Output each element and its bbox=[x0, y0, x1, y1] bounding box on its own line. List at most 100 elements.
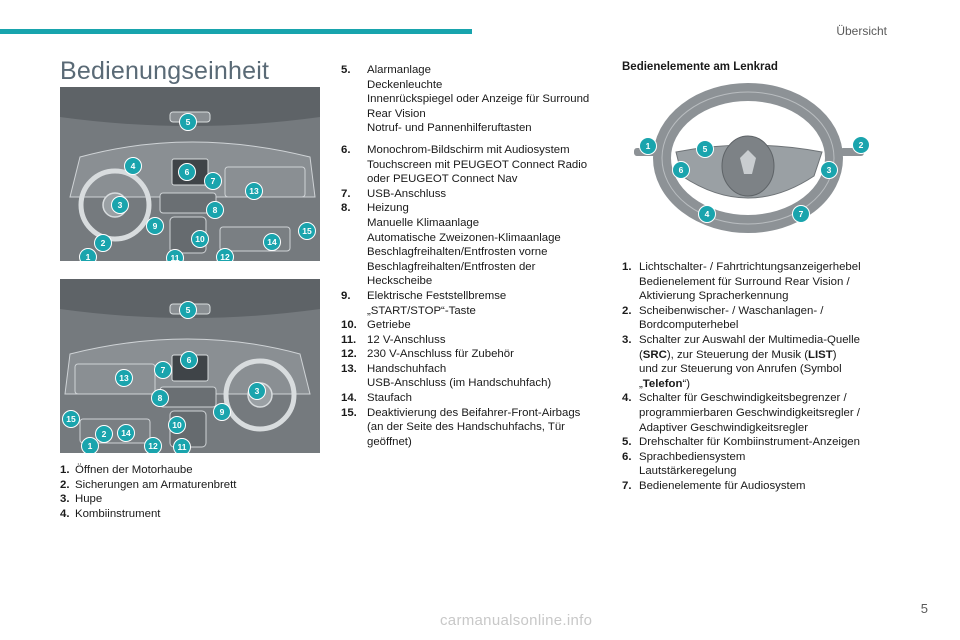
list-item-text: 230 V-Anschluss für Zubehör bbox=[367, 347, 606, 362]
list-item-line: (an der Seite des Handschuhfachs, Tür bbox=[367, 421, 565, 434]
list-item-text: 12 V-Anschluss bbox=[367, 333, 606, 348]
callout-badge: 10 bbox=[168, 416, 186, 434]
list-item: 4. Schalter für Geschwindigkeitsbegrenzer… bbox=[622, 391, 892, 435]
list-item-text: Drehschalter für Kombiinstrument-Anzeige… bbox=[639, 435, 892, 450]
callout-badge: 1 bbox=[79, 248, 97, 261]
callout-badge: 11 bbox=[173, 438, 191, 453]
dashboard-figure-lhd: 5 4 6 7 13 3 8 9 10 2 14 15 1 11 12 bbox=[60, 87, 320, 261]
list-item-line: Monochrom-Bildschirm mit Audiosystem bbox=[367, 143, 570, 156]
callout-badge: 5 bbox=[179, 301, 197, 319]
callout-badge: 14 bbox=[117, 424, 135, 442]
list-item-number: 9. bbox=[341, 289, 351, 302]
list-item-line: „START/STOP“-Taste bbox=[367, 304, 476, 317]
list-item-text: Staufach bbox=[367, 391, 606, 406]
callout-badge: 7 bbox=[154, 361, 172, 379]
callout-badge: 2 bbox=[95, 425, 113, 443]
callout-badge: 6 bbox=[672, 161, 690, 179]
list-item-number: 11. bbox=[341, 333, 357, 346]
callout-badge: 10 bbox=[191, 230, 209, 248]
list-item-line: 230 V-Anschluss für Zubehör bbox=[367, 348, 514, 361]
callout-badge: 9 bbox=[146, 217, 164, 235]
list-item: 5. Drehschalter für Kombiinstrument-Anzei… bbox=[622, 435, 892, 450]
callout-badge: 3 bbox=[820, 161, 838, 179]
list-item-line: Drehschalter für Kombiinstrument-Anzeige… bbox=[639, 436, 860, 449]
callout-badge: 2 bbox=[852, 136, 870, 154]
list-item-line: Lichtschalter- / Fahrtrichtungsanzeigerh… bbox=[639, 261, 861, 273]
list-item: 7.USB-Anschluss bbox=[341, 187, 606, 202]
list-item-number: 4. bbox=[622, 392, 632, 405]
callout-badge: 15 bbox=[298, 222, 316, 240]
list-item-number: 1. bbox=[622, 261, 632, 273]
callout-badge: 7 bbox=[792, 205, 810, 223]
list-item-line: Automatische Zweizonen-Klimaanlage bbox=[367, 231, 561, 244]
steering-wheel-illustration bbox=[634, 83, 864, 233]
list-item-line: Rear Vision bbox=[367, 107, 426, 120]
list-item-line: Aktivierung Spracherkennung bbox=[639, 290, 789, 303]
callout-badge: 6 bbox=[178, 163, 196, 181]
list-item-line: Alarmanlage bbox=[367, 64, 431, 76]
callout-badge: 9 bbox=[213, 403, 231, 421]
list-item: 3.Hupe bbox=[60, 493, 103, 506]
list-item-line: Deaktivierung des Beifahrer-Front-Airbag… bbox=[367, 406, 581, 419]
callout-badge: 5 bbox=[696, 140, 714, 158]
list-item-number: 10. bbox=[341, 319, 357, 332]
list-item-text: USB-Anschluss bbox=[367, 187, 606, 202]
list-item: 4.Kombiinstrument bbox=[60, 507, 161, 520]
list-item-line: 12 V-Anschluss bbox=[367, 333, 446, 346]
list-item-text: Deaktivierung des Beifahrer-Front-Airbag… bbox=[367, 406, 606, 450]
list-item: 11. 12 V-Anschluss bbox=[341, 333, 606, 348]
page-number: 5 bbox=[920, 601, 928, 616]
list-item: 9. Elektrische Feststellbremse „START/STOP… bbox=[341, 289, 606, 318]
list-item-number: 5. bbox=[341, 64, 351, 76]
list-item-line: Bedienelement für Surround Rear Vision / bbox=[639, 275, 850, 288]
list-item-line: Beschlagfreihalten/Entfrosten der bbox=[367, 260, 536, 273]
list-item-line: Bordcomputerhebel bbox=[639, 319, 739, 332]
list-item: 14.Staufach bbox=[341, 391, 606, 406]
callout-badge: 8 bbox=[151, 389, 169, 407]
list-item-line: programmierbaren Geschwindigkeitsregler … bbox=[639, 406, 860, 419]
list-item-number: 15. bbox=[341, 406, 357, 419]
list-item: 7. Bedienelemente für Audiosystem bbox=[622, 479, 892, 494]
callout-badge: 3 bbox=[111, 196, 129, 214]
callout-badge: 5 bbox=[179, 113, 197, 131]
callout-badge: 13 bbox=[115, 369, 133, 387]
list-item-line: oder PEUGEOT Connect Nav bbox=[367, 173, 518, 186]
list-item-number: 8. bbox=[341, 202, 351, 215]
callout-badge: 8 bbox=[206, 201, 224, 219]
list-item-text: Scheibenwischer- / Waschanlagen- / Bordco… bbox=[639, 304, 892, 333]
list-item: 3.Schalter zur Auswahl der Multimedia-Qu… bbox=[622, 333, 892, 391]
list-item-number: 6. bbox=[341, 143, 351, 156]
callout-badge: 15 bbox=[62, 410, 80, 428]
list-item-line: Handschuhfach bbox=[367, 362, 447, 375]
callout-badge: 13 bbox=[245, 182, 263, 200]
list-item-line: Getriebe bbox=[367, 319, 411, 332]
list-item: 1.Öffnen der Motorhaube bbox=[60, 464, 193, 476]
list-item-text: Schalter zur Auswahl der Multimedia-Quel… bbox=[639, 333, 860, 390]
list-item: 12. 230 V-Anschluss für Zubehör bbox=[341, 347, 606, 362]
list-item-number: 12. bbox=[341, 348, 357, 361]
list-item-line: geöffnet) bbox=[367, 435, 412, 448]
callout-badge: 11 bbox=[166, 249, 184, 261]
list-item-line: Scheibenwischer- / Waschanlagen- / bbox=[639, 304, 824, 317]
list-item-text: Bedienelemente für Audiosystem bbox=[639, 479, 892, 494]
list-item-text: Schalter für Geschwindigkeitsbegrenzer /… bbox=[639, 391, 892, 435]
page-title: Bedienungseinheit bbox=[60, 57, 270, 85]
list-item-line: Heckscheibe bbox=[367, 275, 433, 288]
dashboard-figure-rhd: 5 6 7 13 3 8 9 15 10 2 14 1 12 11 bbox=[60, 279, 320, 453]
list-item-line: Schalter für Geschwindigkeitsbegrenzer / bbox=[639, 392, 847, 405]
section-title: Übersicht bbox=[836, 24, 887, 38]
list-item-number: 5. bbox=[622, 436, 632, 449]
callout-badge: 1 bbox=[81, 437, 99, 453]
callout-badge: 12 bbox=[216, 248, 234, 261]
list-item-line: Elektrische Feststellbremse bbox=[367, 289, 507, 302]
list-item-line: Innenrückspiegel oder Anzeige für Surrou… bbox=[367, 93, 590, 106]
list-item-number: 7. bbox=[622, 479, 632, 492]
list-item: 2.Sicherungen am Armaturenbrett bbox=[60, 478, 237, 491]
